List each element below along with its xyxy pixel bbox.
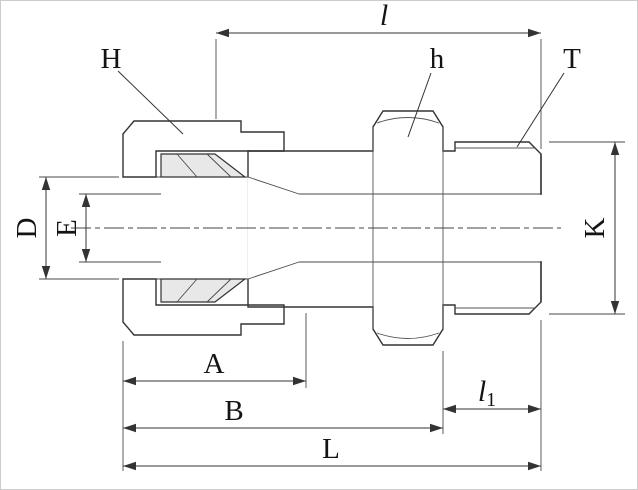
dim-K: K: [549, 141, 625, 315]
leader-line-T: [516, 72, 565, 148]
dimension-label-H: H: [101, 43, 122, 75]
hex-chamfer-bottom: [376, 332, 440, 339]
nut-lower-half: [122, 278, 285, 336]
ferrule-split-bottom-1: [176, 278, 198, 303]
dim-T: T: [516, 43, 581, 148]
ferrules: [160, 153, 247, 303]
hex-chamfer-top: [376, 117, 440, 124]
dim-E: E: [51, 193, 161, 263]
leader-line-h: [407, 72, 432, 138]
dimension-label-D: D: [11, 218, 43, 239]
dimension-label-l: l: [380, 1, 388, 32]
dim-A: A: [122, 313, 307, 471]
dimension-label-T: T: [563, 43, 581, 75]
cone-edge-top: [247, 176, 300, 195]
cone-edge-bottom: [247, 261, 300, 280]
dim-D: D: [11, 176, 119, 280]
dimension-label-h: h: [430, 43, 445, 75]
nut-cross-section: [122, 120, 285, 336]
nut-upper-half: [122, 120, 285, 178]
dimension-label-B: B: [224, 395, 243, 427]
dimension-label-K: K: [579, 217, 611, 238]
ferrule-set-top: [160, 153, 247, 178]
dimension-label-A: A: [204, 348, 225, 380]
dimension-label-l1: l1: [478, 375, 496, 411]
dim-l1: l1: [443, 320, 542, 471]
dim-L: L: [123, 433, 541, 471]
ferrule-set-bottom: [160, 278, 247, 303]
leader-line-H: [117, 70, 184, 135]
dim-h: h: [407, 43, 445, 138]
dimensions: l H h T D: [11, 1, 625, 471]
dim-B: B: [123, 351, 444, 434]
ferrule-split-top-1: [176, 153, 198, 178]
dim-H: H: [101, 43, 184, 135]
ferrule-split-bottom-2: [206, 278, 232, 303]
dim-l: l: [215, 1, 542, 149]
dimension-label-E: E: [51, 219, 83, 237]
dimension-label-L: L: [322, 433, 340, 465]
ferrule-split-top-2: [206, 153, 232, 178]
